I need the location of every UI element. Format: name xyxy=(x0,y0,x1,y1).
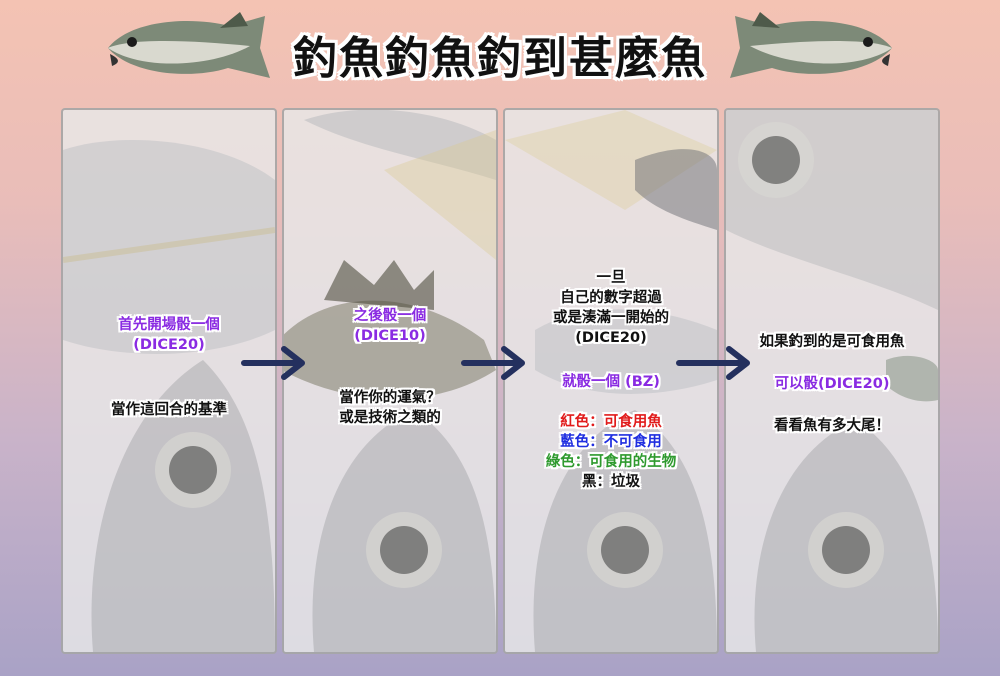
step-panel-4: 如果釣到的是可食用魚 可以骰(DICE20) 看看魚有多大尾！ xyxy=(724,108,940,654)
arrow-right-icon xyxy=(241,346,305,380)
panel2-highlight-line1: 之後骰一個 xyxy=(353,308,427,324)
panel3-intro-line3: 或是湊滿一開始的 xyxy=(553,310,669,326)
arrow-right-icon xyxy=(676,346,750,380)
legend-trash: 黑：垃圾 xyxy=(582,474,640,490)
title-fish-left-icon xyxy=(108,12,270,78)
panel1-highlight-line2: (DICE20) xyxy=(133,337,205,353)
panel2-body-line2: 或是技術之類的 xyxy=(339,410,441,426)
panel4-highlight-line1: 可以骰(DICE20) xyxy=(774,376,890,392)
step-panel-1: 首先開場骰一個 (DICE20) 當作這回合的基準 xyxy=(61,108,277,654)
panel4-body-line1: 看看魚有多大尾！ xyxy=(774,418,890,434)
step-panel-3: 一旦 自己的數字超過 或是湊滿一開始的 (DICE20) 就骰一個 (BZ) 紅… xyxy=(503,108,719,654)
step-panel-2: 之後骰一個 (DICE10) 當作你的運氣？ 或是技術之類的 xyxy=(282,108,498,654)
panel3-intro-line1: 一旦 xyxy=(596,270,626,286)
legend-inedible: 藍色：不可食用 xyxy=(560,434,662,450)
fish-photo-background-icon xyxy=(63,140,275,652)
panel3-intro-line4: (DICE20) xyxy=(575,330,647,346)
panel2-body-line1: 當作你的運氣？ xyxy=(339,390,441,406)
page-title: 釣魚釣魚釣到甚麼魚 xyxy=(293,33,707,84)
panel3-intro-line2: 自己的數字超過 xyxy=(560,290,662,306)
panel2-highlight-line2: (DICE10) xyxy=(354,328,426,344)
panel4-intro-line1: 如果釣到的是可食用魚 xyxy=(759,334,905,350)
arrow-right-icon xyxy=(461,346,525,380)
title-fish-right-icon xyxy=(730,12,892,78)
panel1-body-line1: 當作這回合的基準 xyxy=(111,402,227,418)
fish-photo-background-icon xyxy=(505,110,717,652)
panel3-highlight-line1: 就骰一個 (BZ) xyxy=(562,374,660,390)
fish-photo-background-icon xyxy=(284,110,496,652)
legend-edible-fish: 紅色：可食用魚 xyxy=(560,414,662,430)
panel1-highlight-line1: 首先開場骰一個 xyxy=(118,317,220,333)
legend-edible-creature: 綠色：可食用的生物 xyxy=(545,454,677,470)
fish-photo-background-icon xyxy=(726,110,938,652)
